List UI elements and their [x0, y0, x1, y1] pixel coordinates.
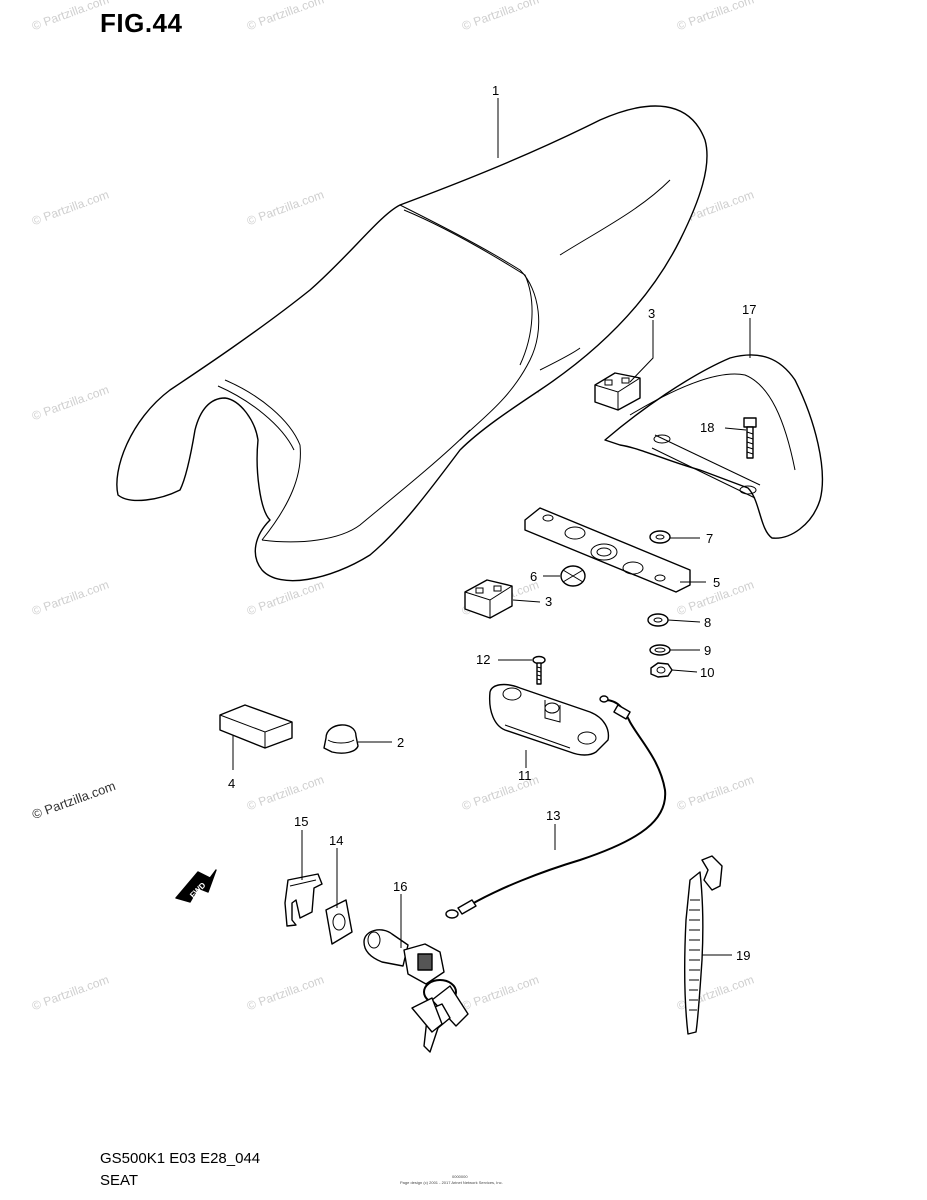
- grommet-part[interactable]: [560, 565, 586, 587]
- callout-14: 14: [329, 833, 343, 848]
- section-name: SEAT: [100, 1172, 139, 1189]
- callout-1: 1: [492, 83, 499, 98]
- callout-12: 12: [476, 652, 490, 667]
- lock-plate-part[interactable]: [325, 899, 353, 945]
- washer-8-part[interactable]: [647, 613, 669, 627]
- figure-title: FIG.44: [100, 8, 183, 38]
- callout-19: 19: [736, 948, 750, 963]
- credit-id: 0000000: [452, 1174, 468, 1179]
- clip-part[interactable]: [284, 873, 323, 927]
- bracket-plate-part[interactable]: [524, 507, 691, 593]
- cushion-upper-part[interactable]: [594, 372, 641, 411]
- washer-7-part[interactable]: [649, 530, 671, 544]
- callout-15: 15: [294, 814, 308, 829]
- callout-9: 9: [704, 643, 711, 658]
- cable-tie-part[interactable]: [684, 855, 723, 1035]
- leader-lines: [232, 98, 751, 956]
- callout-3-lower: 3: [545, 594, 552, 609]
- credit-line: Page design (c) 2001 - 2017 Arinet Netwo…: [400, 1180, 503, 1185]
- callout-17: 17: [742, 302, 756, 317]
- callout-13: 13: [546, 808, 560, 823]
- screw-part[interactable]: [532, 655, 546, 685]
- callout-2: 2: [397, 735, 404, 750]
- callout-11: 11: [518, 768, 532, 783]
- lock-set-part[interactable]: [363, 929, 469, 1053]
- callout-8: 8: [704, 615, 711, 630]
- fwd-arrow-icon: FWD: [175, 869, 217, 903]
- bolt-part[interactable]: [743, 417, 757, 459]
- washer-9-part[interactable]: [649, 644, 671, 656]
- callout-18: 18: [700, 420, 714, 435]
- callout-16: 16: [393, 879, 407, 894]
- model-code: GS500K1 E03 E28_044: [100, 1150, 261, 1167]
- nut-part[interactable]: [650, 662, 673, 678]
- callout-7: 7: [706, 531, 713, 546]
- cable-part[interactable]: [445, 695, 667, 919]
- callout-5: 5: [713, 575, 720, 590]
- cushion-lower-part[interactable]: [464, 579, 513, 619]
- callout-6: 6: [530, 569, 537, 584]
- callout-4: 4: [228, 776, 235, 791]
- pad-block-part[interactable]: [219, 704, 293, 749]
- callout-10: 10: [700, 665, 714, 680]
- callout-3-upper: 3: [648, 306, 655, 321]
- seat-lock-part[interactable]: [488, 683, 610, 756]
- grab-rail-part[interactable]: [604, 354, 824, 539]
- cap-nut-part[interactable]: [323, 724, 359, 754]
- seat-part[interactable]: [116, 105, 708, 582]
